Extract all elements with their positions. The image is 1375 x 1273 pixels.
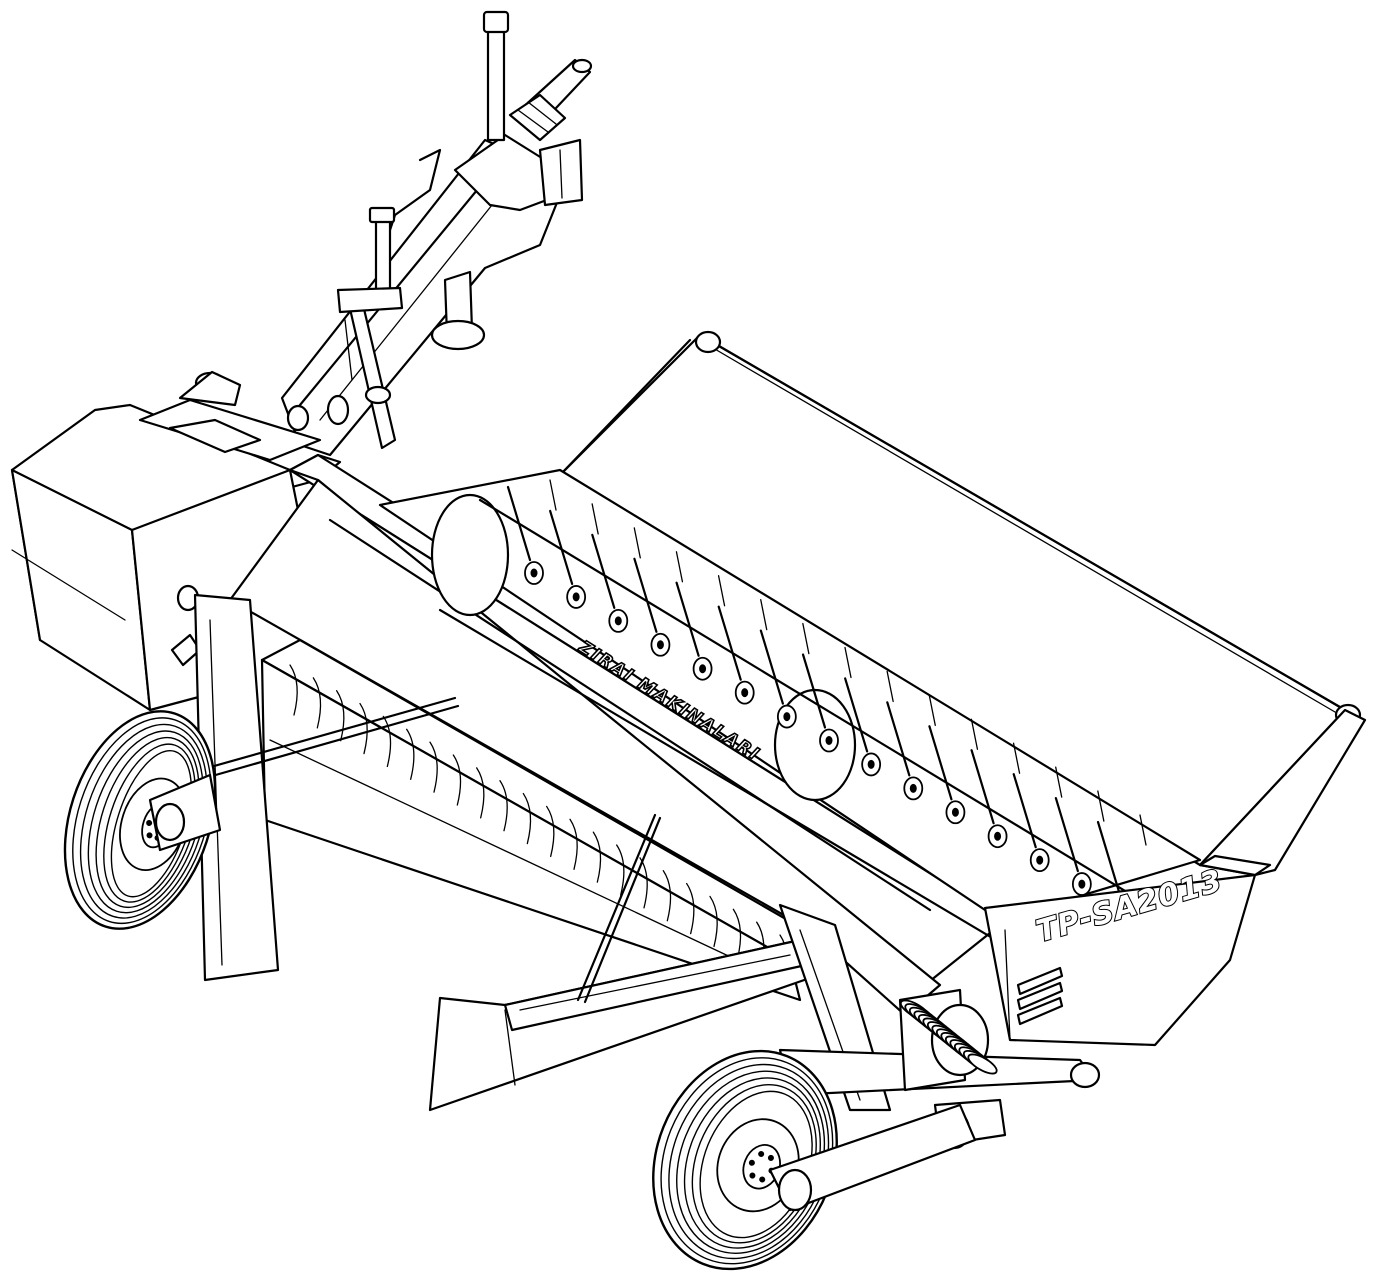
lug-nut <box>146 832 153 839</box>
auger-flight <box>662 870 672 922</box>
flail-knife <box>886 694 936 801</box>
flail-knife <box>970 742 1021 849</box>
auger-flight <box>312 677 322 729</box>
flail-knife <box>759 622 810 729</box>
flail-knife <box>675 575 726 681</box>
auger-flight <box>709 895 718 948</box>
drawbar-assembly <box>280 10 593 457</box>
lug-nut <box>146 819 153 826</box>
auger-flight <box>429 741 438 793</box>
auger-flight <box>476 767 485 819</box>
left-hub-cap <box>154 802 186 842</box>
auger-flight <box>546 805 555 858</box>
lug-nut <box>748 1159 755 1166</box>
auger-flight <box>289 664 298 716</box>
auger-flight <box>569 818 578 870</box>
flail-knife <box>844 670 894 777</box>
left-end-housing <box>10 370 342 712</box>
flail-rotor <box>506 479 1147 920</box>
flail-knife <box>717 598 768 705</box>
auger-flight <box>522 792 532 845</box>
rotor-drum <box>378 468 1202 992</box>
auger-flight <box>336 690 345 742</box>
flail-knife <box>1054 790 1105 896</box>
flail-knife <box>633 551 684 657</box>
lug-nut <box>767 1154 774 1161</box>
auger-flight <box>499 780 508 832</box>
auger-flight <box>592 831 602 883</box>
lug-nut <box>758 1150 765 1157</box>
flail-knife <box>591 527 641 633</box>
auger-flight <box>452 754 462 806</box>
tie-rods <box>198 696 662 1004</box>
flail-knife <box>549 503 599 609</box>
auger-flight <box>382 715 392 768</box>
lug-nut <box>749 1172 756 1179</box>
right-hub-cap <box>777 1168 813 1212</box>
auger-flight <box>616 844 625 896</box>
auger-flight <box>359 702 368 755</box>
right-wheel <box>652 1049 838 1271</box>
flail-knife <box>801 646 852 753</box>
lug-nut <box>759 1176 766 1183</box>
flail-knife <box>506 479 557 585</box>
spring-coil <box>967 1053 998 1075</box>
flail-knife <box>1012 766 1063 873</box>
auger-flight <box>406 728 415 780</box>
flail-knife <box>928 718 979 825</box>
auger-flight <box>686 882 695 935</box>
